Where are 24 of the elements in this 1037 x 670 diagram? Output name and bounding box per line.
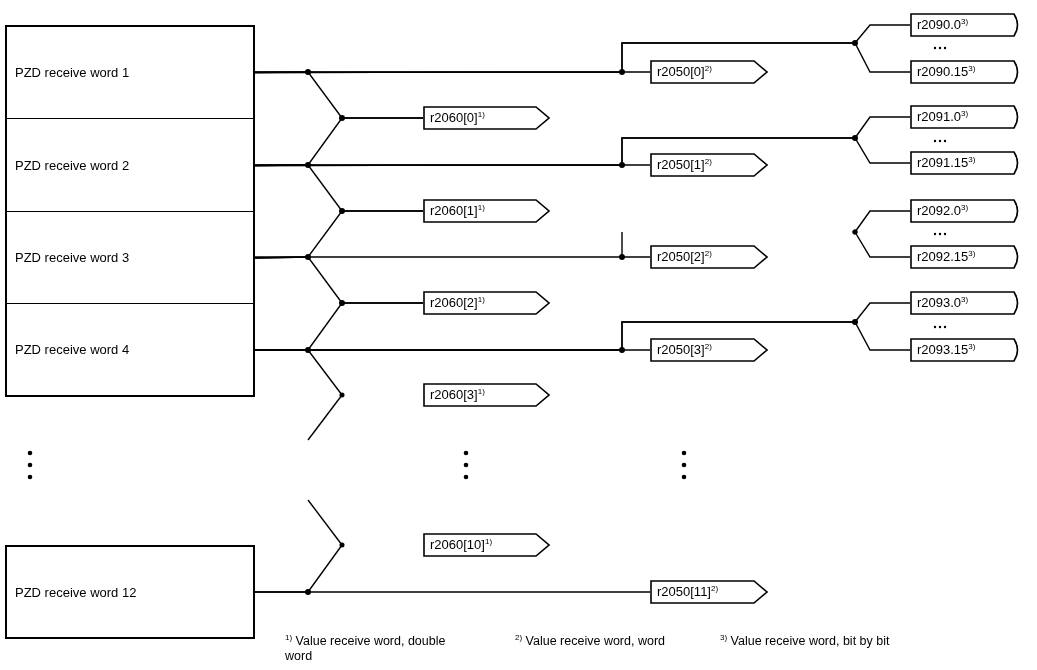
connector-line [852, 229, 911, 258]
process-box: PZD receive word 2 [5, 118, 255, 213]
signal-pointer: r2060[2]$^{1)}$ [423, 291, 550, 315]
signal-pointer: r2050[11]$^{2)}$ [650, 580, 768, 604]
process-box: PZD receive word 3 [5, 211, 255, 305]
signal-pointer: r2050[2]$^{2)}$ [650, 245, 768, 269]
connector-line [254, 349, 345, 398]
signal-pointer: r2060[3]$^{1)}$ [423, 383, 550, 407]
signal-pointer: r2060[1]$^{1)}$ [423, 199, 550, 223]
signal-pointer: r2060[0]$^{1)}$ [423, 106, 550, 130]
process-box: PZD receive word 12 [5, 545, 255, 639]
signal-pointer: r2060[10]$^{1)}$ [423, 533, 550, 557]
connector-line [254, 164, 651, 167]
connector-line [254, 71, 651, 74]
process-box: PZD receive word 4 [5, 303, 255, 397]
footnote: $^{2)}$ Value receive word, word [515, 632, 666, 650]
signal-pointer: r2050[1]$^{2)}$ [650, 153, 768, 177]
signal-pointer: r2050[0]$^{2)}$ [650, 60, 768, 84]
connector-line [254, 591, 651, 593]
footnote: $^{3)}$ Value receive word, bit by bit [720, 632, 891, 650]
process-box: PZD receive word 1 [5, 25, 255, 120]
signal-pointer: r2050[3]$^{2)}$ [650, 338, 768, 362]
connector-line [254, 256, 651, 259]
footnote: $^{1)}$ Value receive word, double word [285, 632, 447, 665]
